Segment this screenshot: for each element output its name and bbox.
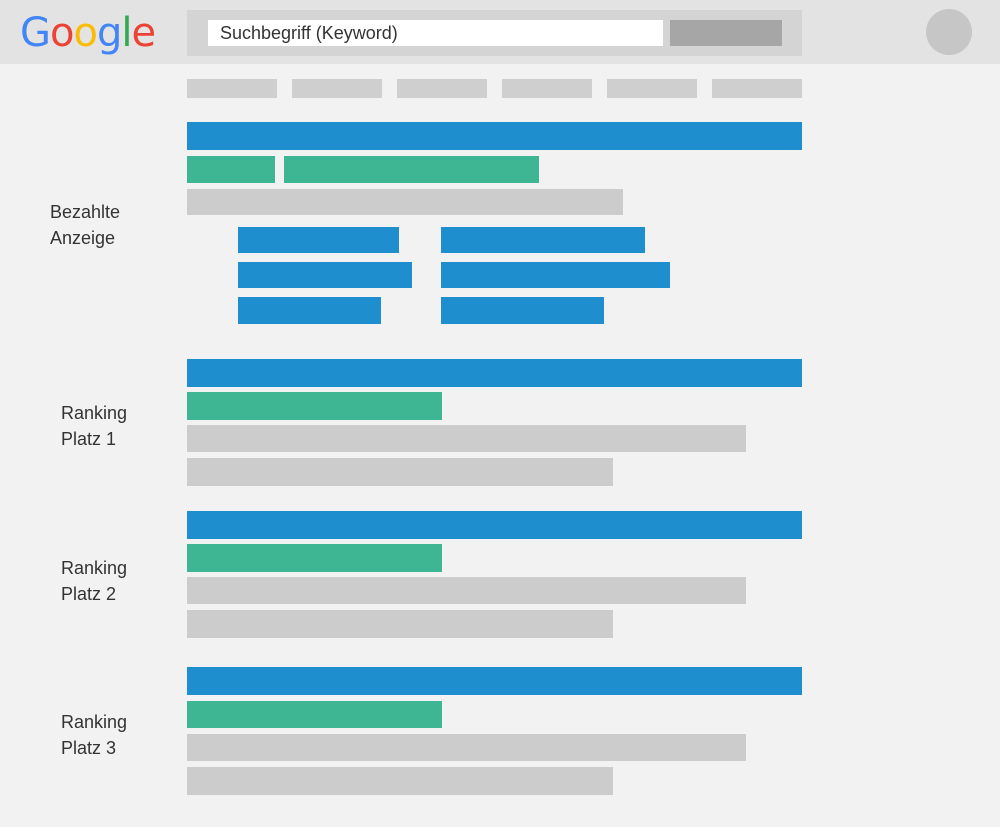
google-logo[interactable]: Google [20,10,156,56]
rank3-title-bar[interactable] [187,667,802,695]
rank3-text-bar-1 [187,734,746,761]
rank3-label: Ranking Platz 3 [61,709,127,761]
nav-tab-2[interactable] [292,79,382,98]
rank2-title-bar[interactable] [187,511,802,539]
search-input[interactable] [208,20,663,46]
rank1-label-line2: Platz 1 [61,429,117,449]
ad-text-bar [187,189,623,215]
sitelink-5[interactable] [238,297,381,324]
ad-url-bar [284,156,539,183]
rank1-label: Ranking Platz 1 [61,400,127,452]
logo-letter-g2: g [96,10,122,56]
rank3-text-bar-2 [187,767,613,795]
search-button[interactable] [670,20,782,46]
logo-letter-o2: o [73,10,98,56]
sitelink-4[interactable] [441,262,670,288]
nav-tab-6[interactable] [712,79,802,98]
avatar[interactable] [926,9,972,55]
rank1-title-bar[interactable] [187,359,802,387]
ad-title-bar[interactable] [187,122,802,150]
sitelink-6[interactable] [441,297,604,324]
rank2-label-line1: Ranking [61,558,128,578]
rank1-text-bar-1 [187,425,746,452]
logo-letter-l: l [121,10,132,56]
rank3-label-line2: Platz 3 [61,738,117,758]
rank3-url-bar [187,701,442,728]
rank2-text-bar-2 [187,610,613,638]
logo-letter-o1: o [50,10,75,56]
nav-tab-5[interactable] [607,79,697,98]
rank2-text-bar-1 [187,577,746,604]
nav-tab-4[interactable] [502,79,592,98]
logo-letter-e: e [131,10,156,56]
nav-tab-3[interactable] [397,79,487,98]
rank1-url-bar [187,392,442,420]
ad-badge-bar [187,156,275,183]
sitelink-3[interactable] [238,262,412,288]
rank1-text-bar-2 [187,458,613,486]
logo-letter-g1: G [20,10,51,56]
nav-tab-1[interactable] [187,79,277,98]
rank3-label-line1: Ranking [61,712,128,732]
ad-label: Bezahlte Anzeige [50,199,120,251]
sitelink-1[interactable] [238,227,399,253]
rank1-label-line1: Ranking [61,403,128,423]
ad-label-line1: Bezahlte [50,202,121,222]
rank2-label-line2: Platz 2 [61,584,117,604]
sitelink-2[interactable] [441,227,645,253]
ad-label-line2: Anzeige [50,228,116,248]
rank2-url-bar [187,544,442,572]
rank2-label: Ranking Platz 2 [61,555,127,607]
